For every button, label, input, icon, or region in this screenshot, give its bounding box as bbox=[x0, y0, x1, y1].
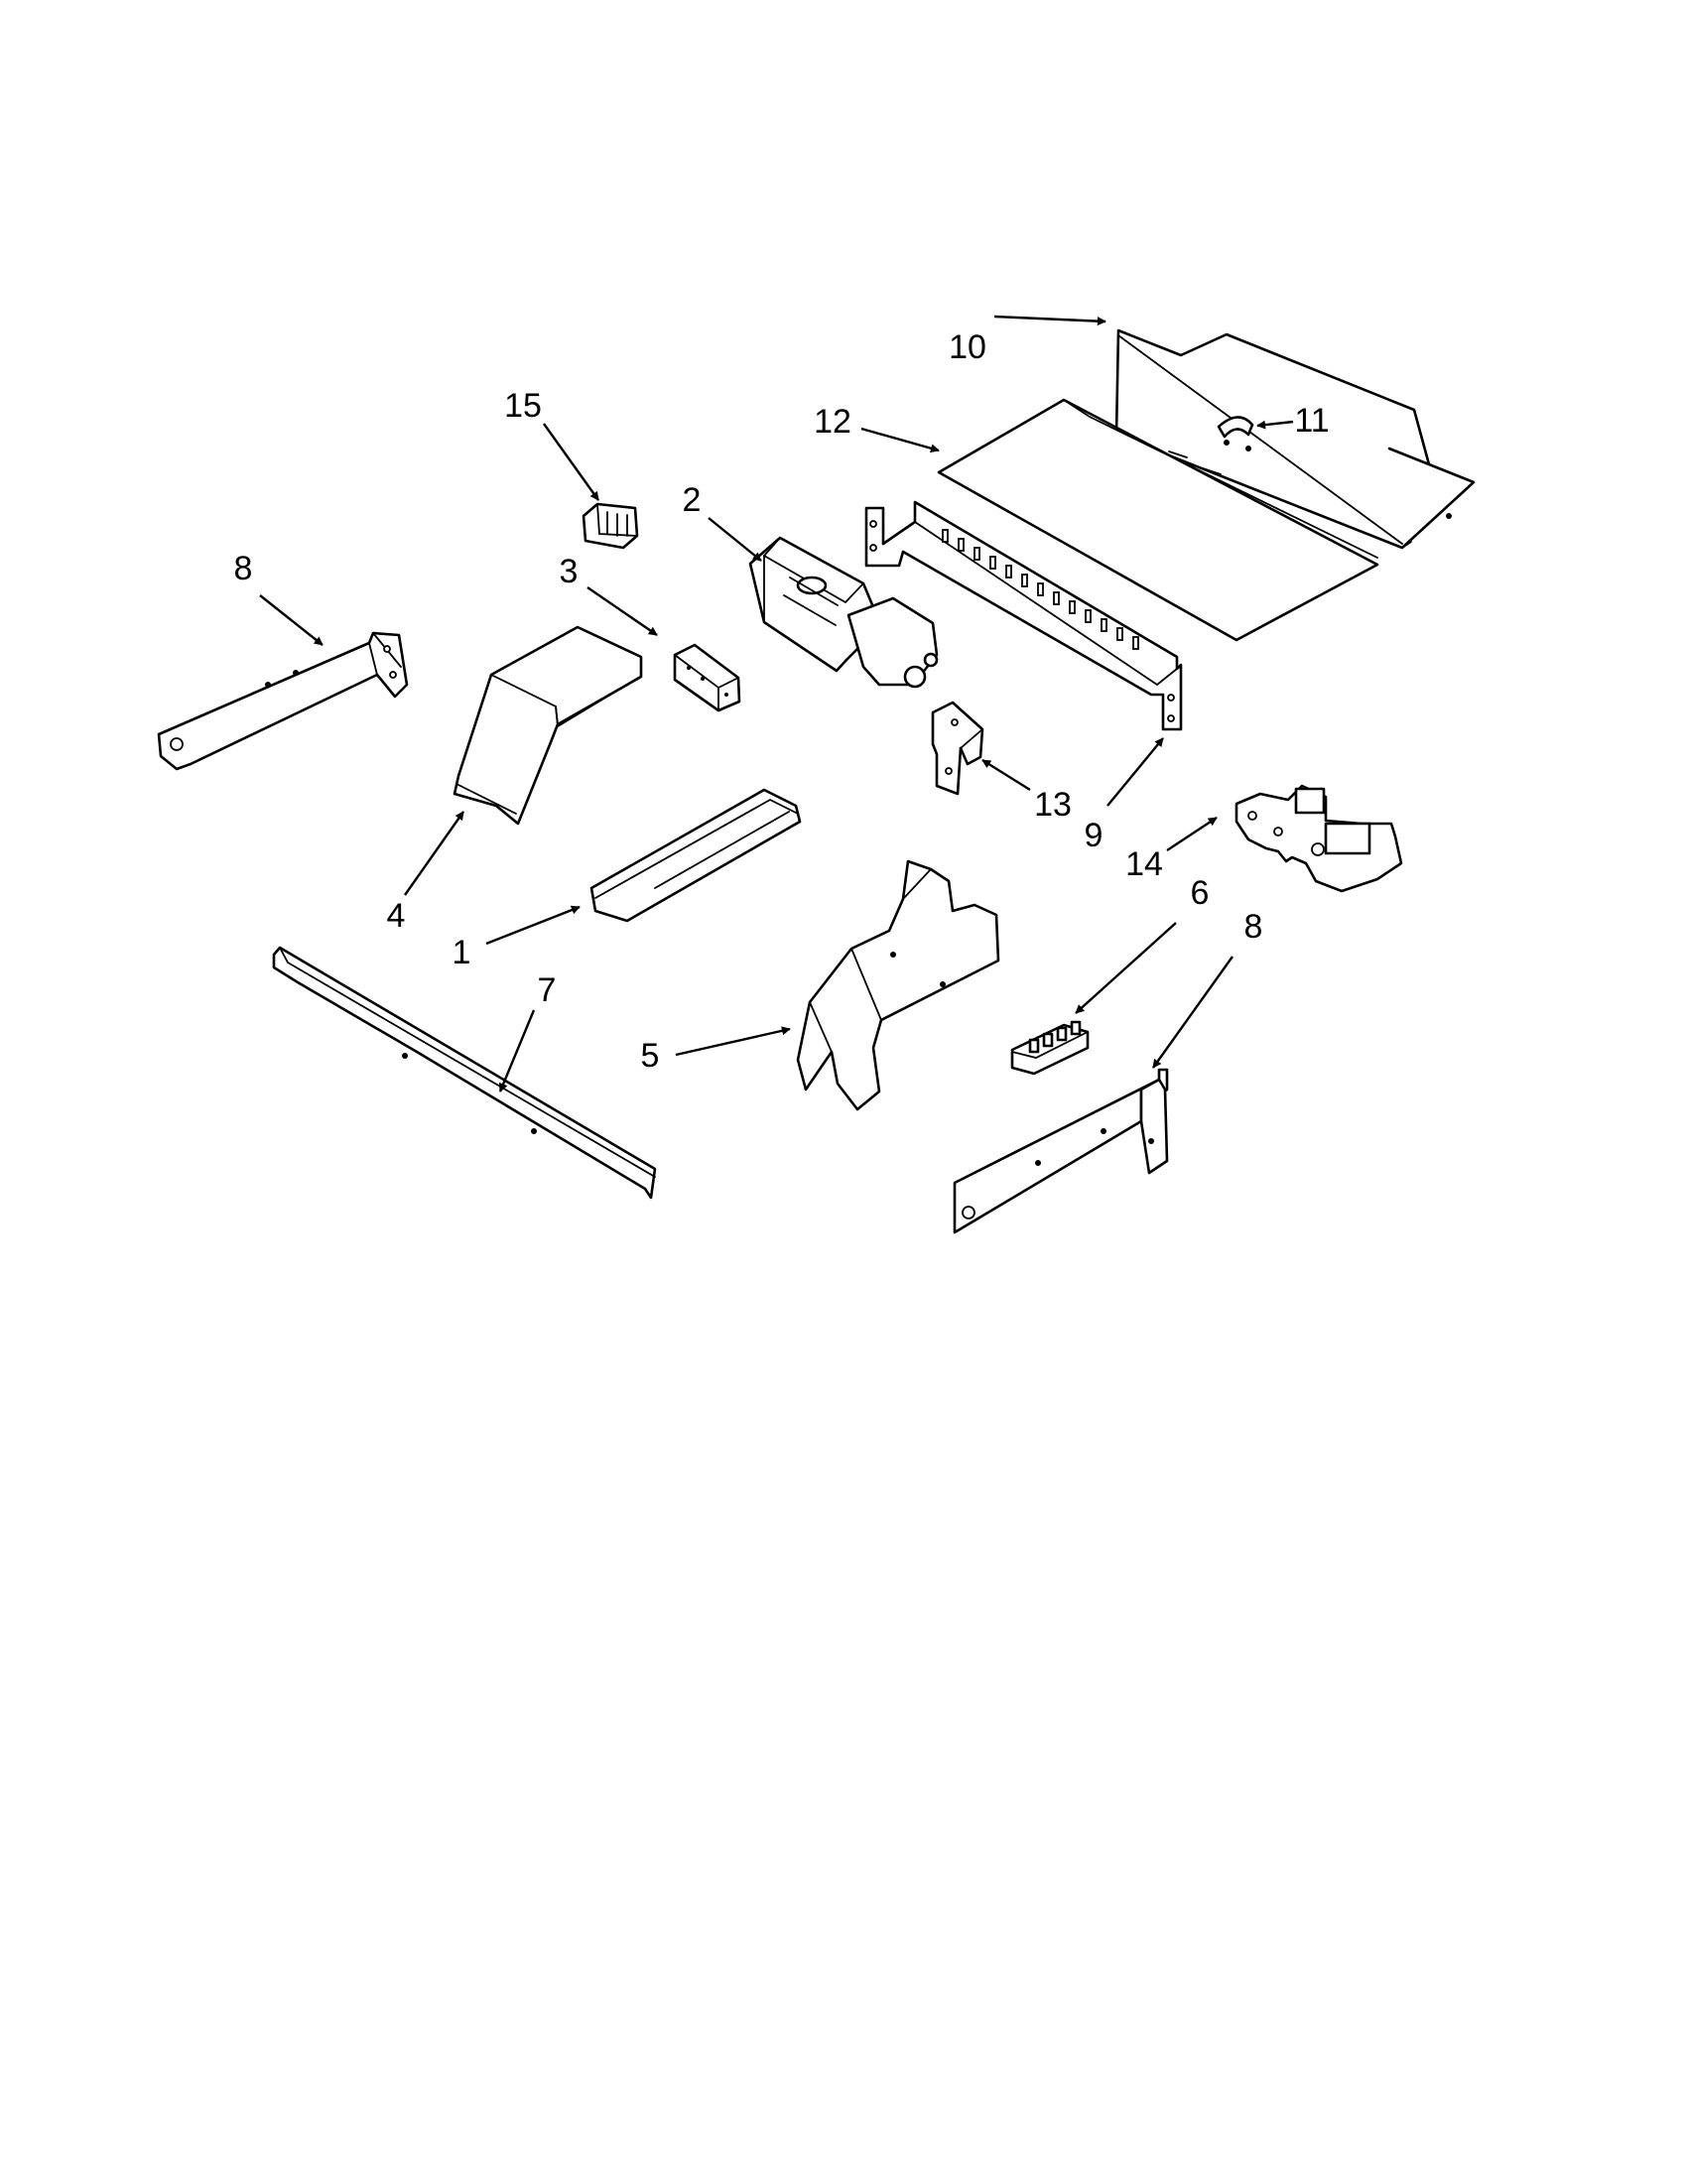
part-8-side-bracket-right bbox=[953, 1068, 1169, 1234]
part-5-heat-shield bbox=[796, 859, 1000, 1111]
callout-15: 15 bbox=[504, 387, 542, 425]
leader-8a bbox=[259, 594, 324, 646]
leader-15 bbox=[543, 423, 599, 501]
callout-3: 3 bbox=[560, 553, 579, 590]
part-7-angle-rail bbox=[272, 946, 657, 1200]
part-14-switch-plate bbox=[1234, 784, 1403, 893]
part-4-duct bbox=[453, 625, 643, 826]
callout-labels: 10 11 12 15 2 3 8 4 1 13 9 14 6 8 7 5 bbox=[234, 328, 1330, 1075]
callout-2: 2 bbox=[683, 481, 702, 519]
callout-9: 9 bbox=[1085, 817, 1104, 854]
leader-13 bbox=[981, 758, 1031, 792]
part-11-clip bbox=[1217, 416, 1254, 451]
leader-lines bbox=[259, 315, 1294, 1092]
leader-8b bbox=[1152, 956, 1234, 1069]
leader-3 bbox=[586, 586, 658, 636]
leader-2 bbox=[708, 517, 762, 562]
rail-slots bbox=[942, 529, 1139, 650]
part-2-valve-assembly bbox=[748, 536, 939, 689]
part-9-slotted-rail bbox=[864, 500, 1183, 731]
part-13-bracket bbox=[931, 701, 984, 796]
part-6-terminal-strip bbox=[1010, 1020, 1090, 1076]
part-8-side-bracket-left bbox=[157, 631, 409, 771]
leader-12 bbox=[860, 427, 940, 453]
part-3-spacer-block bbox=[673, 643, 741, 712]
part-1-strip bbox=[589, 788, 802, 923]
callout-6: 6 bbox=[1191, 874, 1210, 912]
callout-7: 7 bbox=[538, 971, 557, 1009]
callout-13: 13 bbox=[1034, 786, 1072, 824]
leader-5 bbox=[675, 1026, 791, 1057]
callout-10: 10 bbox=[949, 328, 986, 366]
callout-8-right: 8 bbox=[1244, 908, 1263, 946]
callout-11: 11 bbox=[1294, 402, 1329, 440]
leader-14 bbox=[1166, 816, 1218, 852]
part-10-top-panel bbox=[1114, 328, 1476, 550]
callout-12: 12 bbox=[814, 403, 851, 441]
leader-10 bbox=[993, 315, 1106, 326]
callout-1: 1 bbox=[453, 934, 471, 971]
leader-6 bbox=[1075, 922, 1177, 1014]
part-12-panel bbox=[937, 398, 1379, 642]
callout-4: 4 bbox=[387, 897, 406, 935]
leader-4 bbox=[404, 811, 464, 896]
leader-7 bbox=[498, 1009, 536, 1092]
leader-11 bbox=[1256, 420, 1294, 430]
leader-9 bbox=[1106, 737, 1164, 807]
callout-14: 14 bbox=[1125, 845, 1163, 883]
part-15-terminal-block bbox=[582, 502, 639, 550]
callout-5: 5 bbox=[641, 1037, 660, 1075]
leader-1 bbox=[485, 905, 581, 946]
callout-8-left: 8 bbox=[234, 550, 253, 587]
